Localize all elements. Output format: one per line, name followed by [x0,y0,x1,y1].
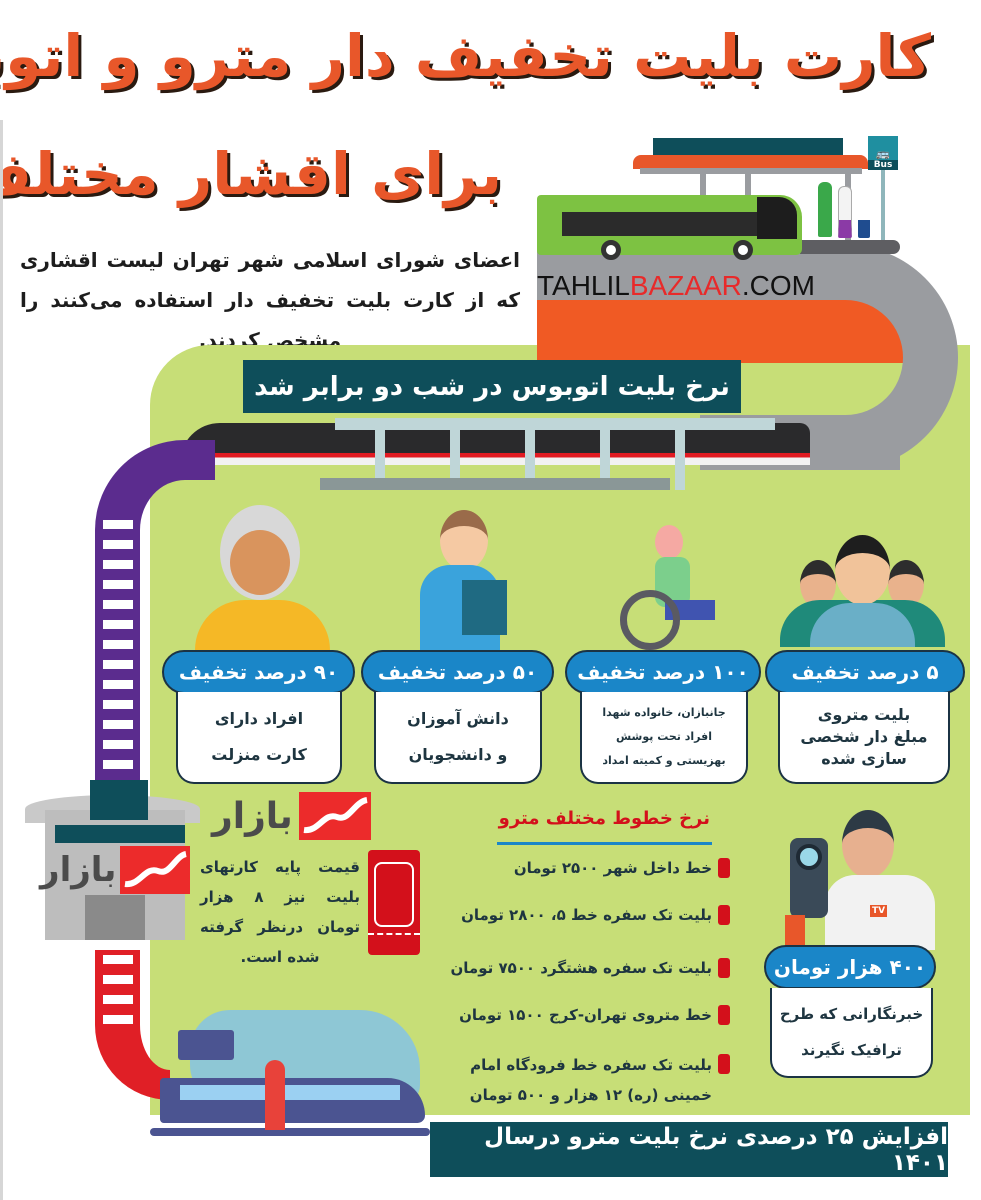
metro-rate-item: خط داخل شهر ۲۵۰۰ تومان [440,858,730,878]
business-group-icon [780,535,945,647]
metro-rate-text: بلیت تک سفره خط فرودگاه امام خمینی (ره) … [469,1056,712,1104]
title-line-2: برای اقشار مختلف [0,140,502,208]
metro-rate-item: خط متروی تهران-کرج ۱۵۰۰ تومان [440,1005,730,1025]
wheelchair-user-icon [615,525,725,655]
ticket-bullet-icon [718,1054,730,1074]
card-line: جانبازان، خانواده شهدا [602,706,726,719]
metro-station-train [180,418,810,493]
metro-rate-item: بلیت تک سفره هشتگرد ۷۵۰۰ تومان [440,958,730,978]
waiting-passenger-woman [818,182,832,237]
bus-wheel [733,240,753,260]
bazaar-logo-wave-icon [298,792,371,840]
bazaar-logo-building: بازار [40,846,191,894]
bus-shelter-canopy [633,155,868,169]
watermark-part2: BAZAAR [629,270,742,301]
card-line: بلیت متروی [817,705,911,724]
bus-stop-curb [800,240,900,254]
purple-rail-ties [103,520,133,775]
card-line: افراد تحت پوشش [616,730,712,743]
bus-shelter-pole [700,172,706,202]
bus-wheel [601,240,621,260]
bus-sign-icon: 🚌 [876,147,890,160]
discount-card-90: افراد دارای کارت منزلت [176,692,342,784]
footer-banner: افزایش ۲۵ درصدی نرخ بلیت مترو درسال ۱۴۰۱ [430,1122,948,1177]
ticket-bullet-icon [718,1005,730,1025]
card-line: مبلغ دار شخصی [800,727,928,746]
watermark-part3: .COM [741,270,815,301]
bazaar-station-building [25,780,200,940]
discount-pill-50: ۵۰ درصد تخفیف [361,650,554,694]
card-line: و دانشجویان [408,745,508,764]
student-reading-icon [410,510,520,650]
base-price-text: قیمت پایه کارتهای بلیت نیز ۸ هزار تومان … [200,858,360,966]
bus-stop-sign: 🚌 Bus [868,136,898,170]
bazaar-logo: بازار [212,792,371,840]
card-line: کارت منزلت [211,745,307,764]
bottom-train-illustration [150,1005,430,1140]
watermark-part1: TAHLIL [537,270,630,301]
bazaar-logo-text: بازار [40,850,117,890]
discount-card-50: دانش آموزان و دانشجویان [374,692,542,784]
card-line: خبرنگارانی که طرح [779,1005,924,1023]
journalist-icon: TV [780,810,940,950]
discount-pill-100: ۱۰۰ درصد تخفیف [565,650,761,694]
green-bus [537,195,802,260]
metro-rate-text: بلیت تک سفره خط ۵، ۲۸۰۰ تومان [461,906,712,924]
metro-rate-item: بلیت تک سفره خط فرودگاه امام خمینی (ره) … [440,1050,730,1110]
card-line: بهزیستی و کمیته امداد [602,754,726,767]
tv-mic-label: TV [870,905,888,917]
ticket-icon [368,850,420,955]
metro-rates-title: نرخ خطوط مختلف مترو [498,808,710,829]
bazaar-logo-text: بازار [212,795,293,837]
red-rail-ties [103,955,133,1035]
metro-rate-text: بلیت تک سفره هشتگرد ۷۵۰۰ تومان [450,959,712,977]
discount-card-100: جانبازان، خانواده شهدا افراد تحت پوشش به… [580,692,748,784]
discount-card-5: بلیت متروی مبلغ دار شخصی سازی شده [778,692,950,784]
card-line: ترافیک نگیرند [801,1041,902,1059]
watermark: TAHLILBAZAAR.COM [537,270,815,302]
waiting-passenger-child [858,192,870,238]
bus-sign-post [881,170,885,245]
night-fare-banner: نرخ بلیت اتوبوس در شب دو برابر شد [243,360,741,413]
bus-shelter-pole [745,172,751,202]
card-line: دانش آموزان [407,709,509,728]
metro-rate-item: بلیت تک سفره خط ۵، ۲۸۰۰ تومان [440,905,730,925]
journalist-card: خبرنگارانی که طرح ترافیک نگیرند [770,988,933,1078]
road-lower [800,415,900,470]
bus-sign-label: Bus [868,160,898,170]
bazaar-logo-wave-icon [120,846,191,894]
card-line: افراد دارای [214,709,304,728]
discount-pill-90: ۹۰ درصد تخفیف [162,650,355,694]
intro-paragraph: اعضای شورای اسلامی شهر تهران لیست اقشاری… [20,248,520,352]
ticket-bullet-icon [718,905,730,925]
ticket-bullet-icon [718,858,730,878]
discount-pill-5: ۵ درصد تخفیف [765,650,965,694]
elderly-man-icon [195,505,330,650]
title-line-1: کارت بلیت تخفیف دار مترو و اتوبوس [0,22,932,90]
metro-rates-divider [497,842,712,845]
ticket-bullet-icon [718,958,730,978]
waiting-passenger-elder [838,186,852,238]
left-border-line [0,120,3,1200]
bus-shelter-beam [640,168,862,174]
journalist-pill: ۴۰۰ هزار تومان [764,945,936,989]
card-line: سازی شده [821,749,907,768]
metro-rate-text: خط داخل شهر ۲۵۰۰ تومان [513,859,712,877]
metro-rate-text: خط متروی تهران-کرج ۱۵۰۰ تومان [459,1006,712,1024]
